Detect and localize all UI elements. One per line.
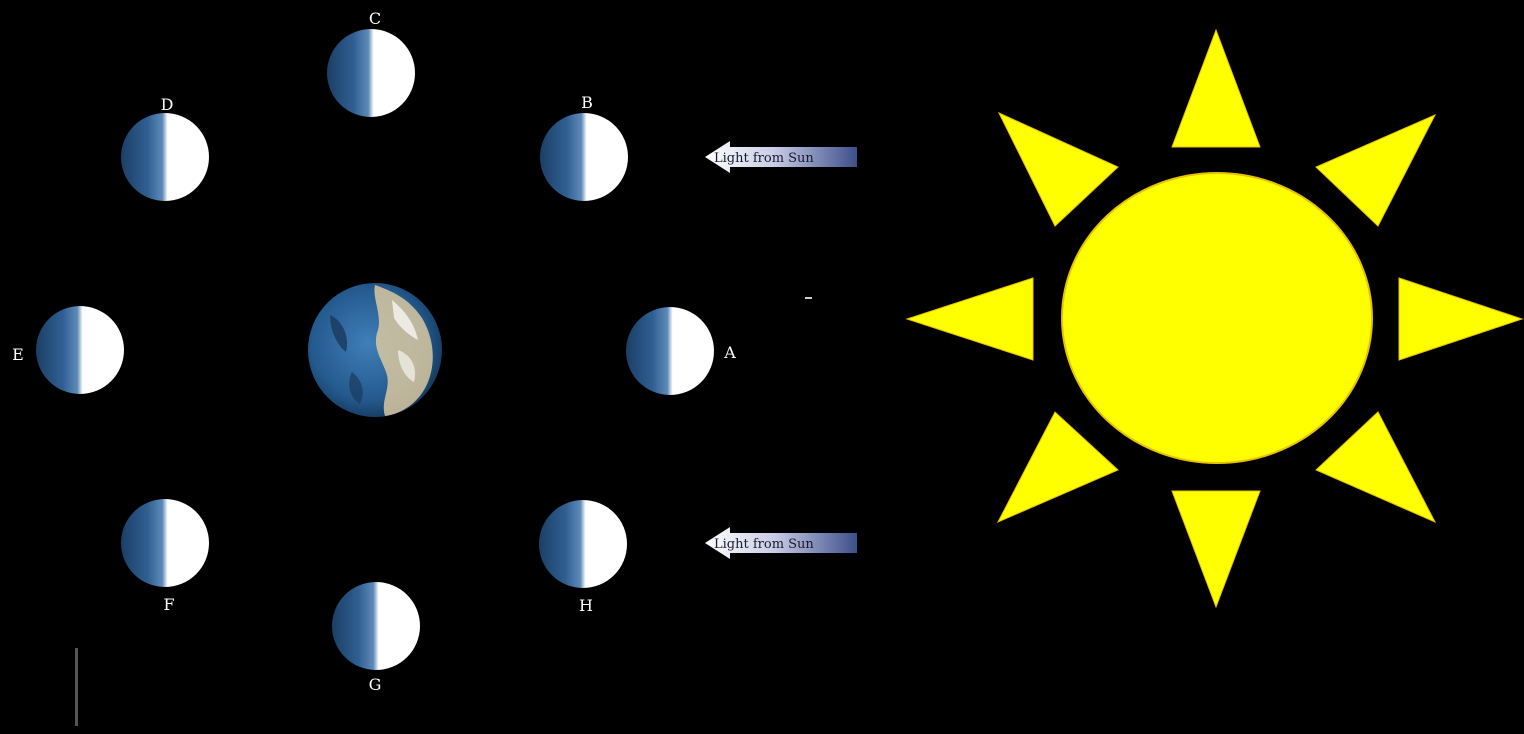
arrow-label: Light from Sun [714, 537, 814, 552]
moon-label-b: B [581, 93, 593, 112]
stray-mark [805, 297, 812, 299]
arrow-label: Light from Sun [714, 151, 814, 166]
sun-core [1062, 173, 1372, 463]
earth-icon [308, 283, 442, 417]
edge-mark [75, 648, 78, 726]
moon-label-g: G [369, 675, 382, 694]
moon-label-c: C [369, 9, 381, 28]
moon-icon [332, 582, 420, 670]
moon-label-e: E [12, 345, 24, 364]
moon-label-a: A [723, 343, 736, 362]
moon-icon [121, 499, 209, 587]
moon-icon [121, 113, 209, 201]
moon-icon [327, 29, 415, 117]
moon-icon [36, 306, 124, 394]
moon-icon [539, 500, 627, 588]
moon-label-d: D [161, 95, 174, 114]
moon-icon [540, 113, 628, 201]
moon-icon [626, 307, 714, 395]
moon-label-f: F [163, 595, 174, 614]
moon-label-h: H [579, 596, 593, 615]
